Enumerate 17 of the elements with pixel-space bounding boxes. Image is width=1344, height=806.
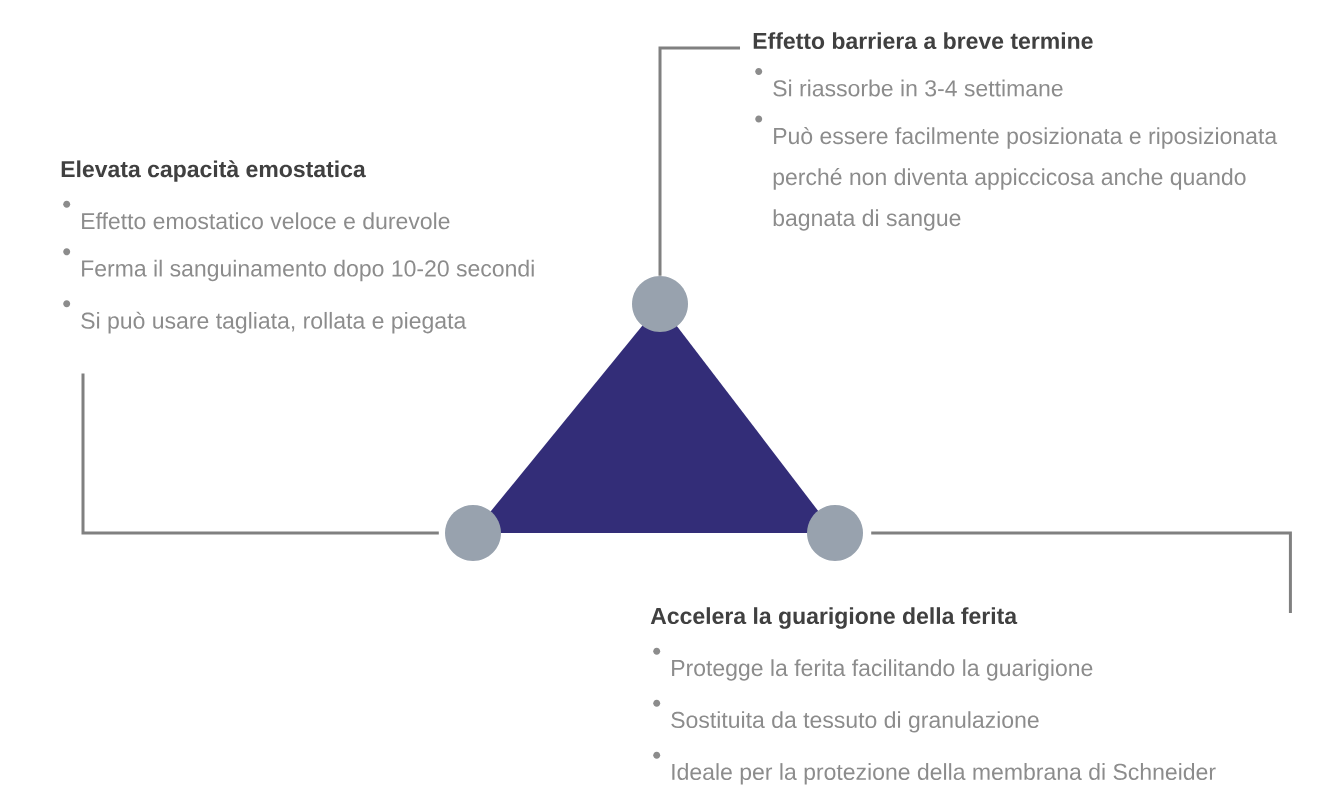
bullet-item: Si riassorbe in 3-4 settimane bbox=[773, 79, 1063, 97]
bullet-item: Si può usare tagliata, rollata e piegata bbox=[81, 311, 467, 334]
heading: Elevata capacità emostatica bbox=[61, 160, 366, 182]
bullet-item: Può essere facilmente posizionata e riposizionata perché non diventa appiccicosa anche quando bagnata di sangue bbox=[773, 127, 1278, 231]
bullet-item: Effetto emostatico veloce e durevole bbox=[82, 212, 450, 230]
circle-marker bbox=[632, 276, 688, 332]
leader-line bbox=[81, 373, 439, 535]
circle-marker bbox=[445, 505, 501, 561]
heading: Effetto barriera a breve termine bbox=[753, 32, 1093, 50]
bullet-item: Sostituita da tessuto di granulazione bbox=[671, 711, 1039, 733]
circle-marker bbox=[807, 505, 863, 561]
leader-line bbox=[871, 531, 1292, 613]
bullet-item: Ideale per la protezione della membrana di Schneider bbox=[672, 763, 1216, 785]
heading: Accelera la guarigione della ferita bbox=[650, 607, 1018, 629]
leader-line bbox=[658, 46, 740, 276]
bullet-item: Ferma il sanguinamento dopo 10-20 secondi bbox=[82, 259, 534, 282]
bullet-item: Protegge la ferita facilitando la guarigione bbox=[672, 659, 1093, 681]
